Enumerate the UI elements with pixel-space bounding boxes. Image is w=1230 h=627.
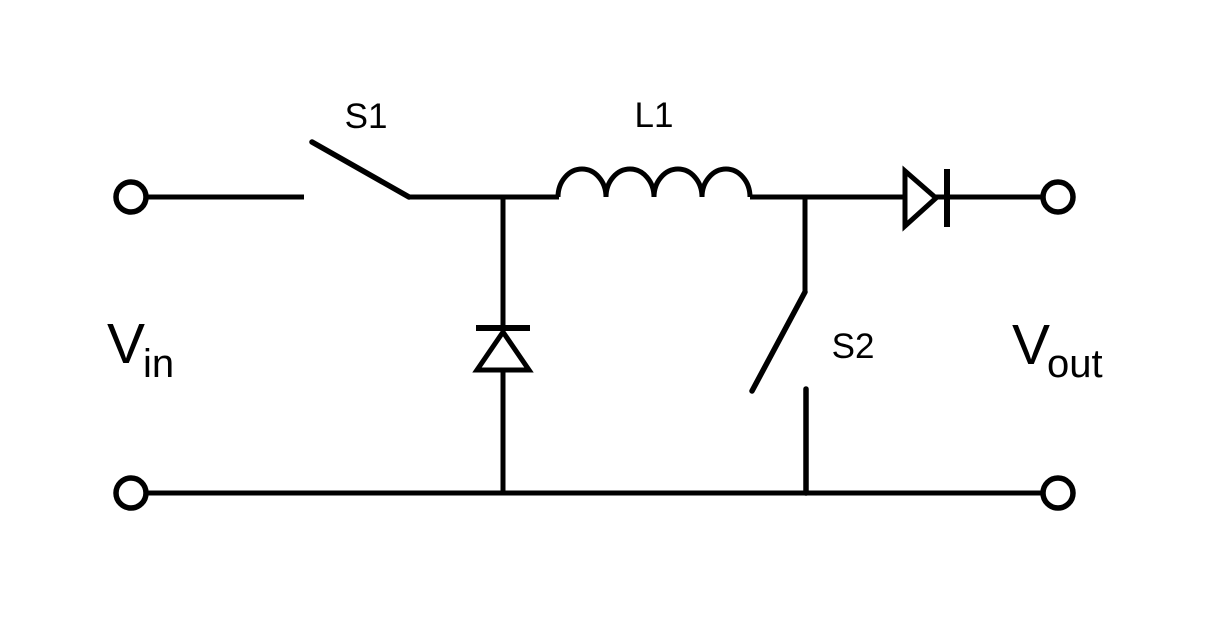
diode-d2-triangle <box>902 165 940 232</box>
vin-label-base: V <box>107 312 145 376</box>
switch-s1-blade <box>309 139 412 200</box>
diode-d1-triangle <box>472 327 534 373</box>
switch-s1-label: S1 <box>345 97 388 136</box>
vin-label-subscript: in <box>143 342 174 386</box>
switch-s2-blade <box>749 289 808 394</box>
switch-s2-label: S2 <box>832 327 875 366</box>
input-terminal-top <box>113 179 149 215</box>
vout-label-subscript: out <box>1047 342 1103 386</box>
inductor-l1-coil <box>555 166 753 198</box>
output-terminal-top <box>1040 179 1076 215</box>
input-terminal-bottom <box>113 475 149 511</box>
inductor-l1-label: L1 <box>635 96 674 135</box>
vout-label-base: V <box>1012 313 1050 377</box>
output-terminal-bottom <box>1040 475 1076 511</box>
